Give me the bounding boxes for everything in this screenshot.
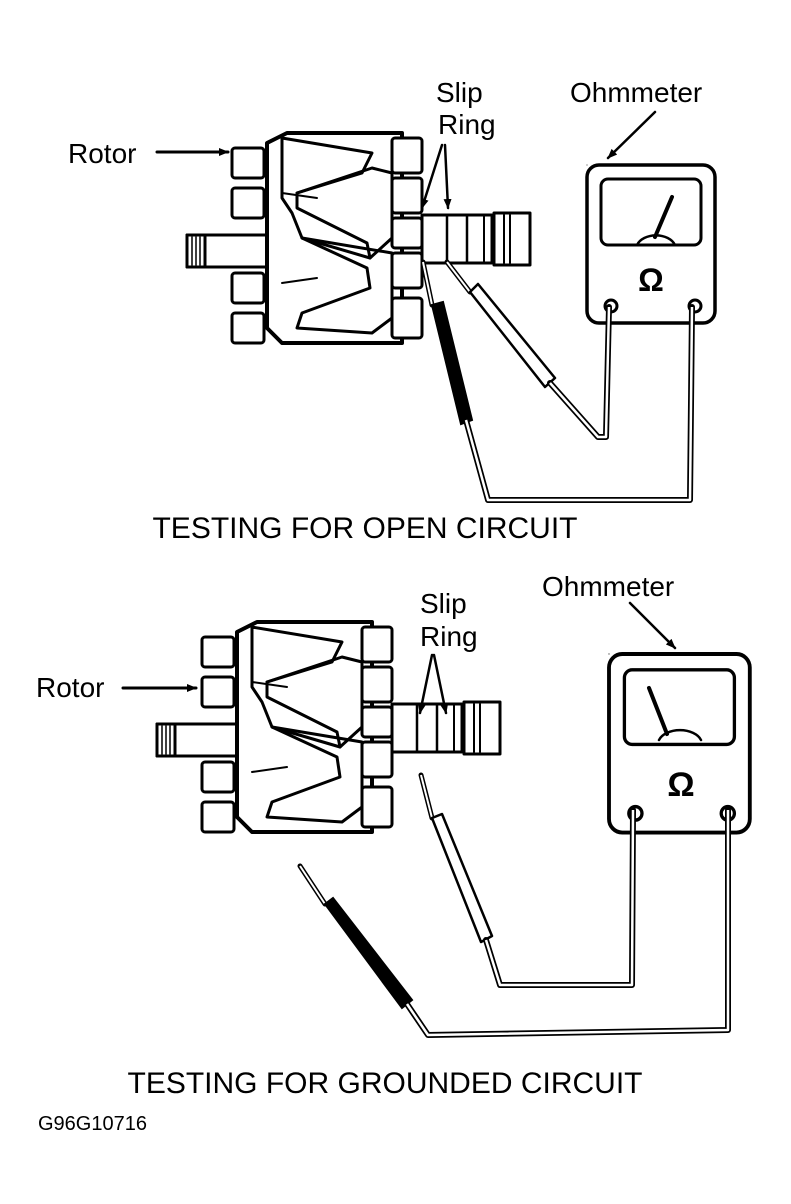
meter-needle [647,686,669,736]
rotor-illustration [185,131,532,345]
slip-ring-arrow-2 [443,143,452,210]
panel-grounded-circuit: Rotor Slip Ring Ohmmeter Ω [36,571,752,1100]
probe-lead-rotor-body [297,807,731,1038]
caption-grounded-circuit: TESTING FOR GROUNDED CIRCUIT [128,1067,643,1100]
slip-ring-label-line1: Slip [420,588,467,619]
slip-ring-arrow-2 [432,653,449,715]
meter-pivot [657,728,703,742]
probe-lead-2 [444,259,612,440]
ohmmeter-label: Ohmmeter [570,77,702,108]
probe-lead-1 [420,259,695,503]
meter-needle [653,195,674,239]
rotor-label: Rotor [36,672,104,703]
ohmmeter-label: Ohmmeter [542,571,674,602]
ohmmeter-arrow [606,110,657,160]
ohmmeter: Ω [585,163,717,325]
slip-ring-arrow-1 [417,653,434,715]
ohm-symbol-icon: Ω [638,262,664,298]
slip-ring-arrow-1 [420,143,444,210]
rotor-illustration [155,620,502,834]
slip-ring-label-line1: Slip [436,77,483,108]
ohmmeter-arrow [628,601,677,650]
probe-lead-slip-ring [418,772,636,988]
ohm-symbol-icon: Ω [667,766,694,804]
slip-ring-label-line2: Ring [438,109,496,140]
slip-ring-label-line2: Ring [420,621,478,652]
figure-id: G96G10716 [38,1113,147,1135]
ohmmeter: Ω [607,652,752,835]
panel-open-circuit: Rotor Slip Ring Ohmmeter Ω [68,77,717,545]
caption-open-circuit: TESTING FOR OPEN CIRCUIT [152,512,577,545]
rotor-label: Rotor [68,138,136,169]
